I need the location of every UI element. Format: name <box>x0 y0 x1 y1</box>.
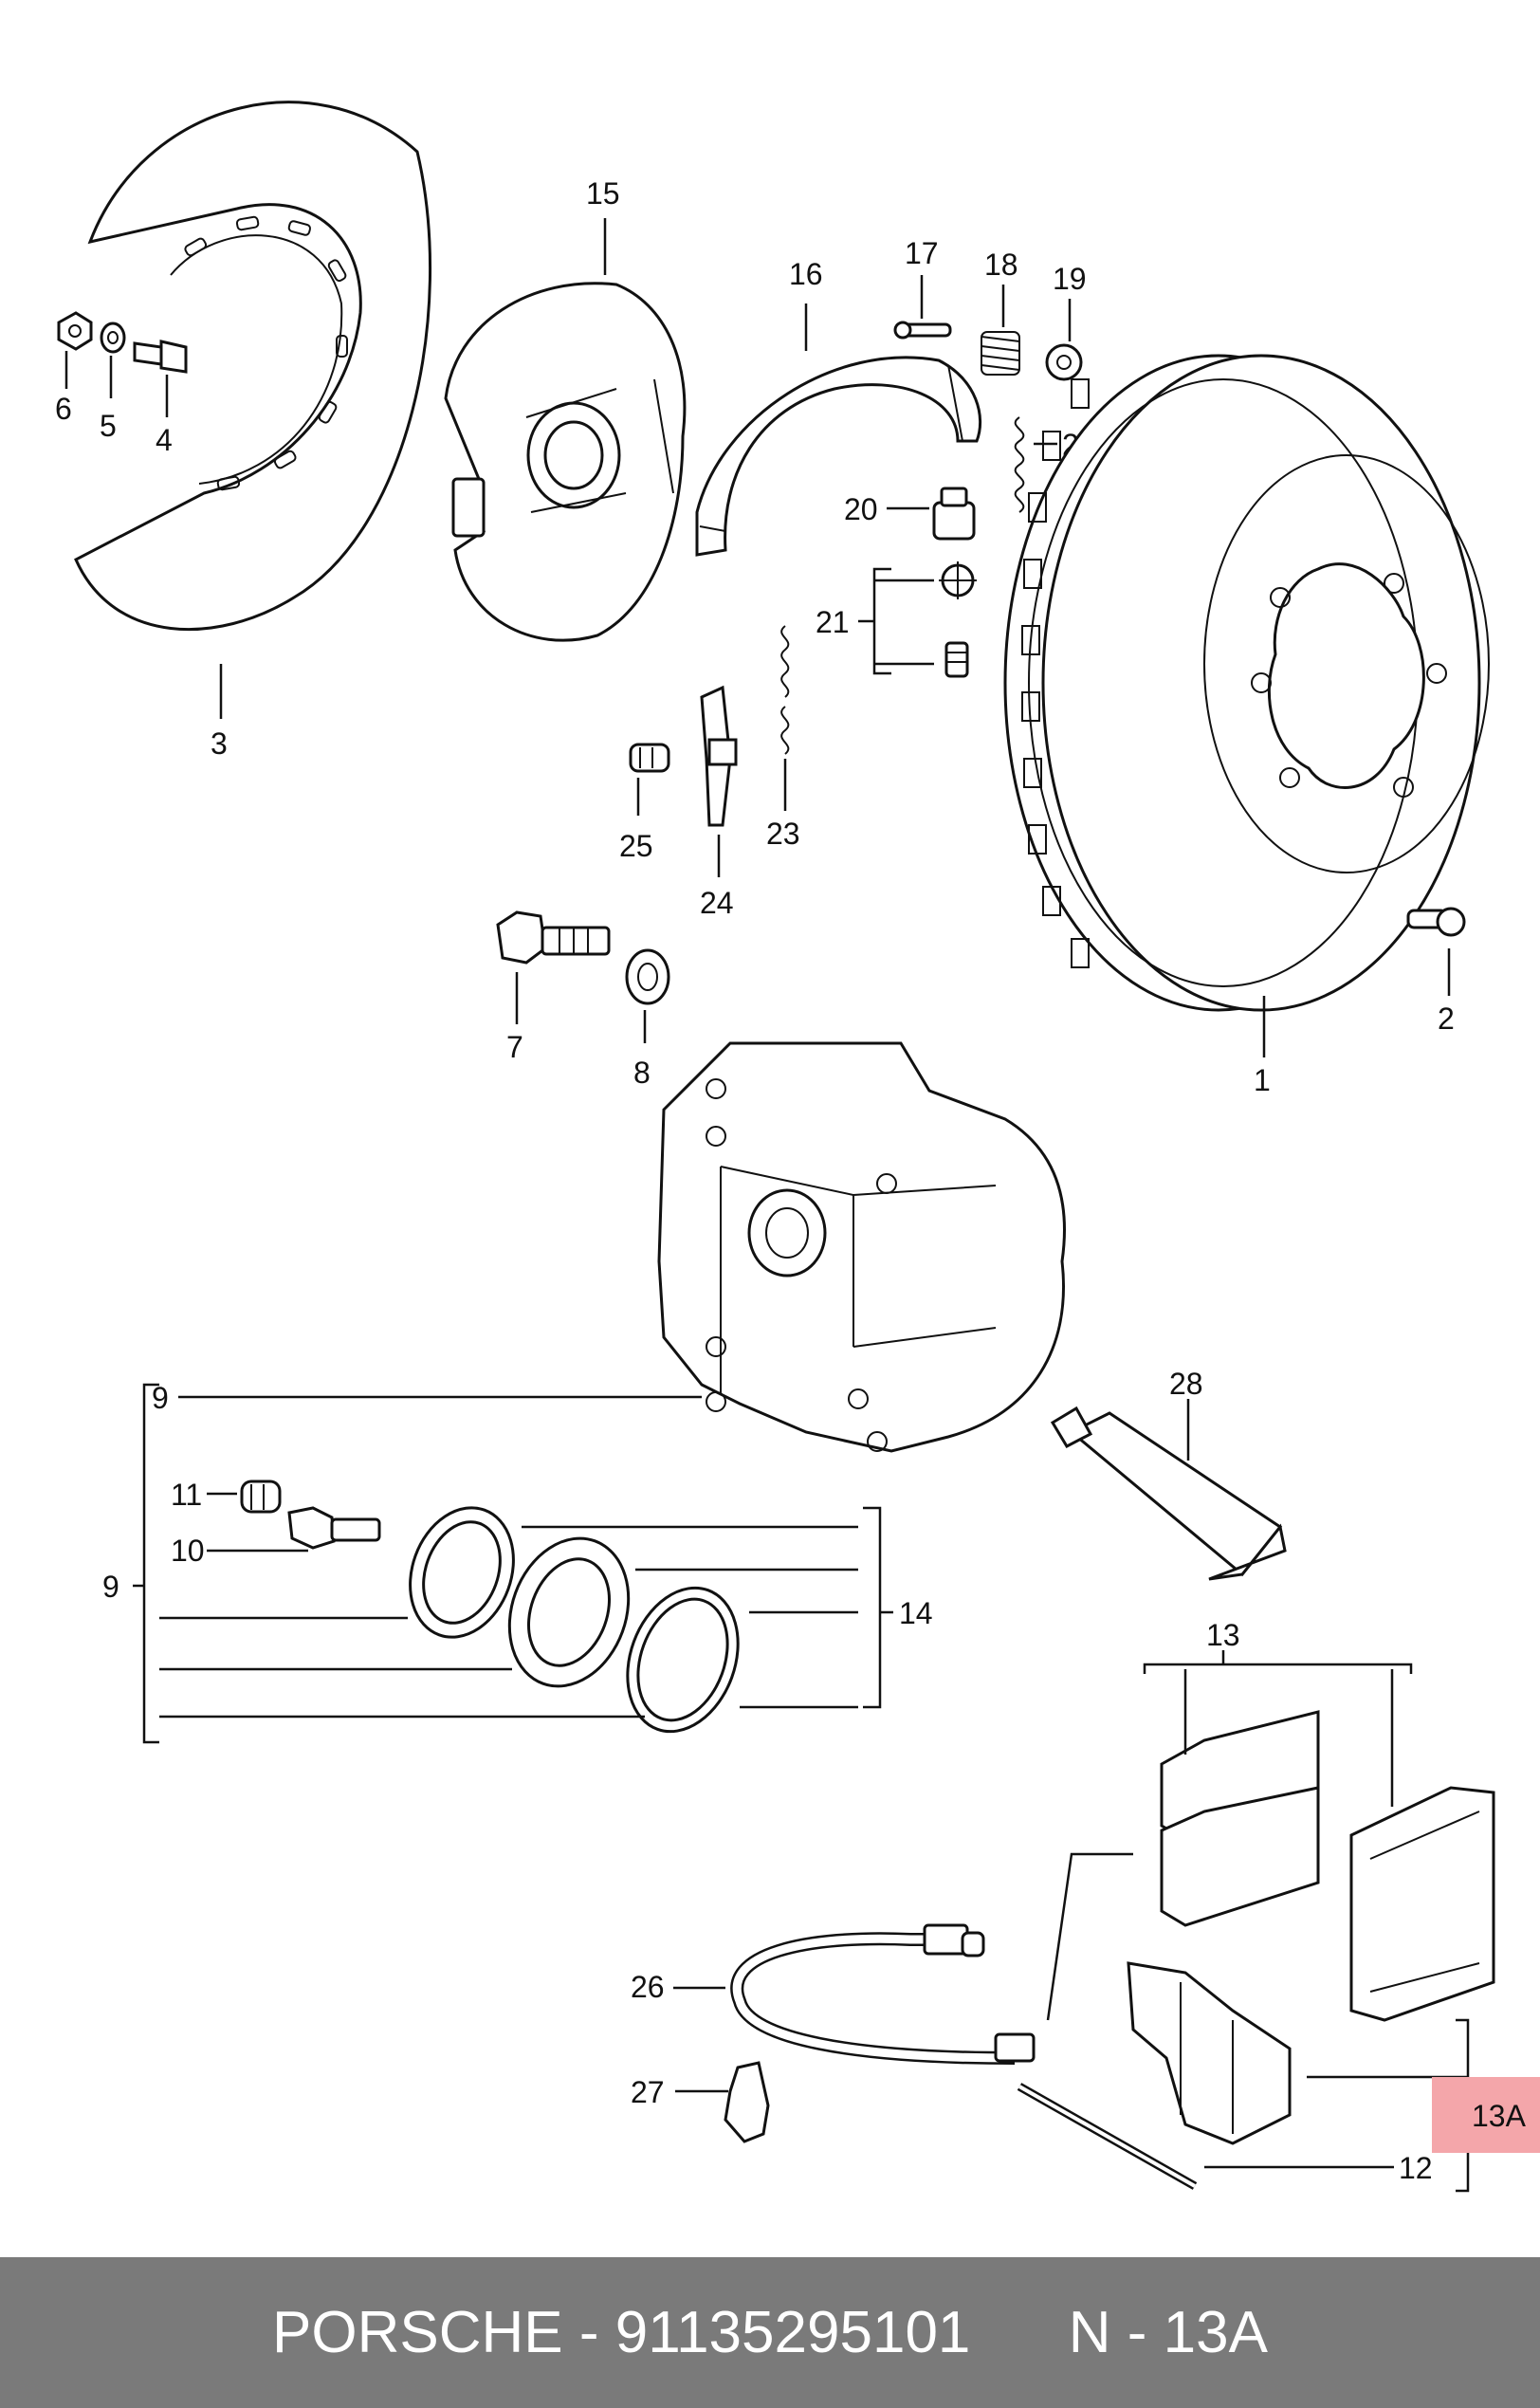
callout-5: 5 <box>100 409 117 443</box>
callout-18: 18 <box>984 248 1018 282</box>
callout-27: 27 <box>631 2075 665 2109</box>
part-15-backing-plate <box>444 282 687 642</box>
callout-10: 10 <box>171 1534 205 1568</box>
part-28-grease-tube <box>1050 1406 1287 1581</box>
footer-brand: PORSCHE <box>272 2300 563 2365</box>
callout-11: 11 <box>171 1478 202 1512</box>
part-24-lever <box>700 685 738 827</box>
part-1-brake-disc <box>1003 354 1490 1012</box>
part-9-caliper <box>657 1041 1066 1453</box>
part-25-pin <box>629 743 670 773</box>
callout-23: 23 <box>766 817 800 851</box>
part-13-brake-pads <box>1160 1710 1495 2022</box>
part-19-cup <box>1045 343 1083 381</box>
part-17-pin <box>893 321 952 340</box>
part-26-wear-sensor <box>730 1923 1036 2065</box>
callout-14: 14 <box>899 1596 933 1630</box>
part-21-adjuster-set <box>939 561 977 678</box>
part-22-spring <box>1014 416 1025 513</box>
callout-13: 13 <box>1206 1618 1240 1652</box>
callout-19: 19 <box>1053 262 1087 296</box>
part-2-screw <box>1406 907 1466 937</box>
part-14-seal-kit <box>409 1506 740 1734</box>
callout-25: 25 <box>619 829 653 863</box>
highlight-13a <box>1432 2077 1540 2153</box>
callout-28: 28 <box>1169 1367 1203 1401</box>
part-7-bolt <box>496 910 611 965</box>
part-18-spring <box>981 331 1020 376</box>
part-3-dust-shield <box>74 101 431 632</box>
part-23-springs <box>780 625 790 755</box>
part-6-nut <box>57 311 93 351</box>
part-4-bolt <box>133 340 188 374</box>
part-11-bleeder-cap <box>240 1480 282 1514</box>
part-20-adjuster <box>932 487 976 541</box>
part-8-washer <box>625 948 670 1005</box>
callout-12: 12 <box>1399 2151 1433 2185</box>
callout-21: 21 <box>816 605 850 639</box>
part-10-bleeder-valve <box>287 1506 381 1550</box>
footer-part-number: 91135295101 <box>614 2300 971 2365</box>
callout-7: 7 <box>506 1030 523 1064</box>
callout-4: 4 <box>156 423 173 457</box>
callout-6: 6 <box>55 392 72 426</box>
callout-1: 1 <box>1254 1063 1271 1097</box>
footer-gap <box>970 2299 1068 2366</box>
callout-24: 24 <box>700 886 734 920</box>
footer-reference: N - 13A <box>1068 2300 1268 2365</box>
footer-bar: PORSCHE - 91135295101 N - 13A <box>0 2257 1540 2408</box>
callout-2: 2 <box>1438 1002 1455 1036</box>
callout-3: 3 <box>211 726 228 761</box>
part-16-brake-shoe <box>695 356 982 557</box>
callout-15: 15 <box>586 176 620 211</box>
callout-17: 17 <box>905 236 939 270</box>
callout-9-left: 9 <box>102 1570 119 1604</box>
callout-20: 20 <box>844 492 878 526</box>
brake-parts-diagram: 3 6 5 4 15 16 17 18 <box>55 101 1540 2193</box>
part-12-pad-pin-spring <box>1017 1961 1292 2190</box>
footer-separator: - <box>562 2300 615 2365</box>
callout-16: 16 <box>789 257 823 291</box>
callout-8: 8 <box>633 1056 651 1090</box>
callout-13a: 13A <box>1472 2099 1527 2133</box>
part-5-washer <box>100 322 126 354</box>
callout-26: 26 <box>631 1970 665 2004</box>
part-27-clip <box>724 2061 770 2143</box>
callout-9-top: 9 <box>152 1381 169 1415</box>
